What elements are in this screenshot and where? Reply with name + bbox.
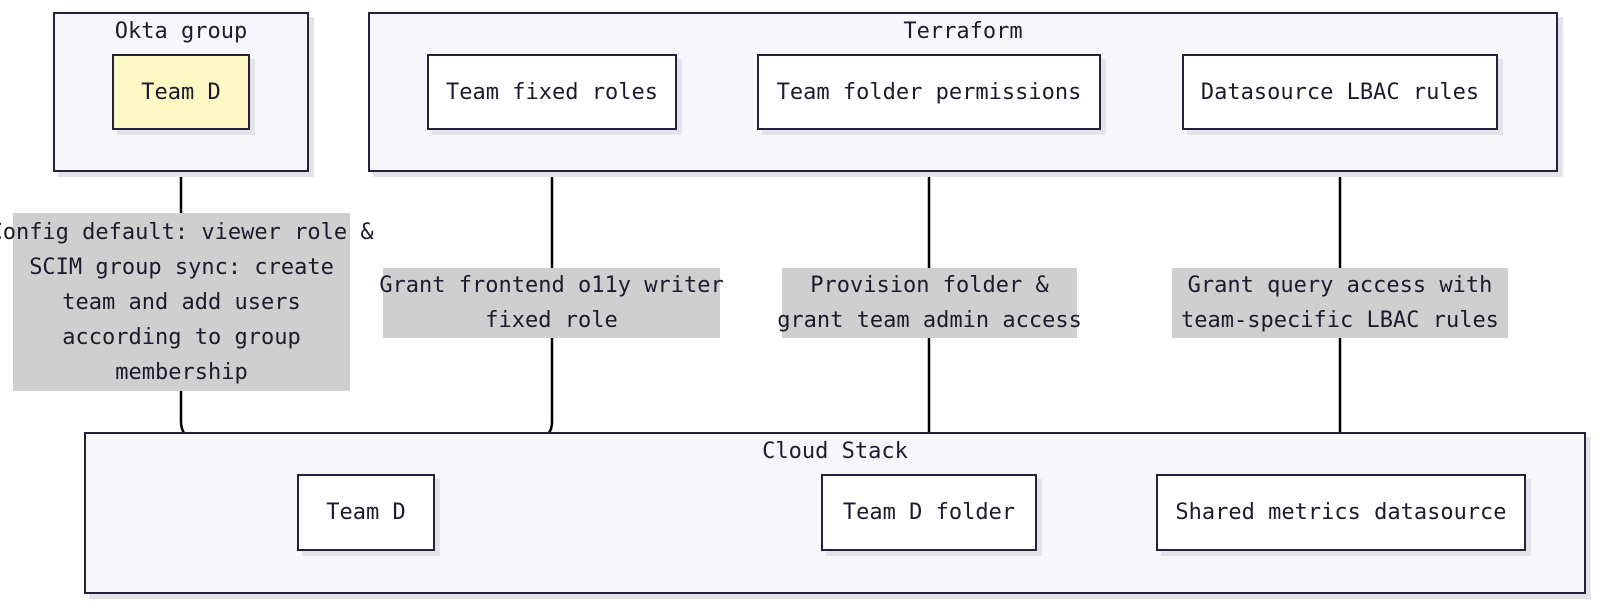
terraform-group-title: Terraform <box>903 19 1023 44</box>
edge-label-line: according to group <box>62 324 301 350</box>
team-d-folder-node[interactable]: Team D folder <box>821 474 1037 551</box>
edge-label-fixed-roles-to-team-d: Grant frontend o11y writer fixed role <box>379 268 724 338</box>
cloud-stack-group-title: Cloud Stack <box>762 439 908 464</box>
team-fixed-roles-node[interactable]: Team fixed roles <box>427 54 677 130</box>
okta-group-title: Okta group <box>114 19 248 44</box>
edge-label-line: Grant frontend o11y writer <box>379 273 724 298</box>
edge-label-line: grant team admin access <box>777 308 1082 333</box>
okta-team-d-node[interactable]: Team D <box>112 54 250 130</box>
edge-label-line: fixed role <box>485 308 618 333</box>
shared-metrics-datasource-node[interactable]: Shared metrics datasource <box>1156 474 1526 551</box>
team-folder-permissions-node[interactable]: Team folder permissions <box>757 54 1101 130</box>
edge-label-line: SCIM group sync: create <box>29 254 334 280</box>
edge-label-line: membership <box>115 359 248 385</box>
edge-label-line: Config default: viewer role & <box>0 219 374 245</box>
edge-label-line: team-specific LBAC rules <box>1181 308 1499 333</box>
edge-label-lbac-to-datasource: Grant query access with team-specific LB… <box>1172 268 1508 338</box>
edge-label-line: Provision folder & <box>810 273 1049 298</box>
datasource-lbac-rules-node[interactable]: Datasource LBAC rules <box>1182 54 1498 130</box>
edge-label-folder-permissions-to-folder: Provision folder & grant team admin acce… <box>777 268 1082 338</box>
cloud-team-d-node[interactable]: Team D <box>297 474 435 551</box>
edge-label-okta-to-team-d: Config default: viewer role & SCIM group… <box>0 213 374 391</box>
edge-label-line: team and add users <box>62 289 301 315</box>
edge-label-line: Grant query access with <box>1187 273 1493 298</box>
